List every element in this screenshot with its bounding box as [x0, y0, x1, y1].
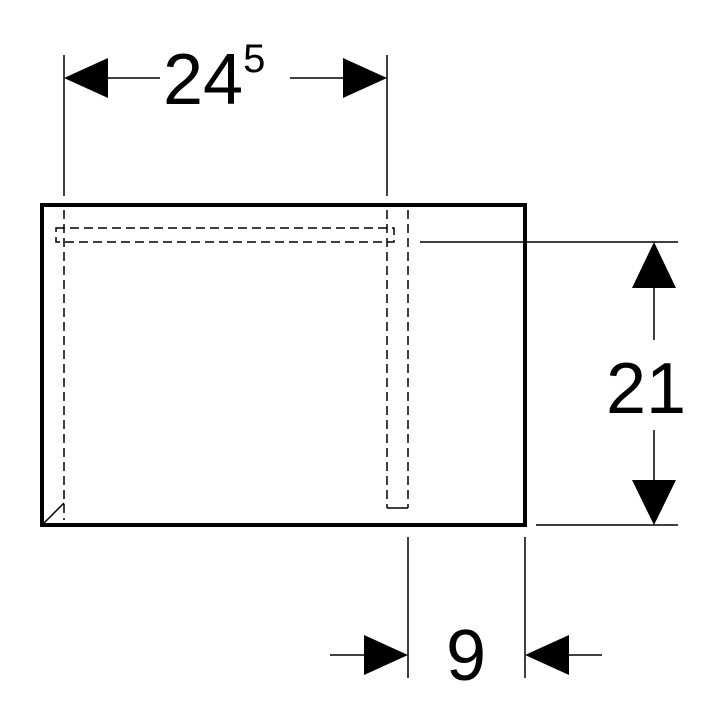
arrowhead-down-icon	[632, 480, 676, 525]
cabinet-outline	[40, 203, 527, 527]
arrowhead-up-icon	[632, 242, 676, 288]
width-dimension-main: 24	[163, 40, 243, 120]
width-dimension-superscript: 5	[243, 37, 265, 81]
arrowhead-depth-right-icon	[364, 635, 408, 675]
arrowhead-left-icon	[64, 58, 108, 98]
width-dimension-label: 245	[163, 37, 265, 120]
hidden-shelf	[55, 227, 395, 243]
cabinet-corner-detail	[41, 502, 65, 526]
height-dimension-label: 21	[606, 349, 686, 429]
arrowhead-right-icon	[343, 58, 387, 98]
arrowhead-depth-left-icon	[525, 635, 569, 675]
depth-dimension-label: 9	[446, 616, 486, 696]
